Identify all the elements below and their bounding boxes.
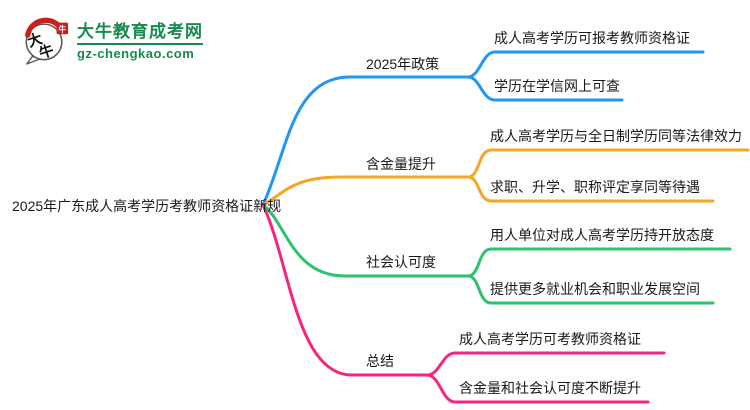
root-node: 2025年广东成人高考学历考教师资格证新规 <box>12 198 282 214</box>
leaf-node: 成人高考学历可考教师资格证 <box>459 331 641 347</box>
leaf-node: 学历在学信网上可查 <box>494 78 620 94</box>
leaf-node: 用人单位对成人高考学历持开放态度 <box>490 227 714 243</box>
leaf-node: 成人高考学历可报考教师资格证 <box>494 30 690 46</box>
branch-summary: 总结 <box>366 353 394 369</box>
branch1-trunk-line <box>261 75 470 207</box>
logo-red-arc-icon <box>25 17 63 38</box>
branch2-leaf1-line <box>466 148 750 179</box>
leaf-node: 提供更多就业机会和职业发展空间 <box>490 281 700 297</box>
branch4-leaf1-line <box>425 351 666 377</box>
leaf-node: 求职、升学、职称评定享同等待遇 <box>490 179 700 195</box>
logo-icon: 牛 大 牛 <box>25 17 69 65</box>
branch-2025-policy: 2025年政策 <box>366 56 440 72</box>
branch2-leaf2-line <box>466 175 715 203</box>
branch2-trunk-line <box>261 175 470 207</box>
branch4-leaf2-line <box>425 373 650 404</box>
site-name: 大牛教育成考网 <box>77 22 203 41</box>
branch4-trunk-line <box>261 203 429 377</box>
site-domain: gz-chengkao.com <box>77 43 203 61</box>
branch-social-recognition: 社会认可度 <box>366 254 436 270</box>
branch1-leaf2-line <box>466 75 624 102</box>
site-logo[interactable]: 牛 大 牛 大牛教育成考网 gz-chengkao.com <box>20 12 203 66</box>
svg-text:牛: 牛 <box>37 41 56 63</box>
branch3-leaf1-line <box>466 247 732 278</box>
branch3-trunk-line <box>261 203 470 278</box>
branch1-leaf1-line <box>466 50 705 79</box>
branch-value-improvement: 含金量提升 <box>366 156 436 172</box>
logo-seal-icon <box>56 22 69 35</box>
leaf-node: 成人高考学历与全日制学历同等法律效力 <box>490 128 742 144</box>
branch3-leaf2-line <box>466 274 715 305</box>
leaf-node: 含金量和社会认可度不断提升 <box>459 380 641 396</box>
svg-text:牛: 牛 <box>58 24 66 34</box>
svg-text:大: 大 <box>25 29 45 51</box>
